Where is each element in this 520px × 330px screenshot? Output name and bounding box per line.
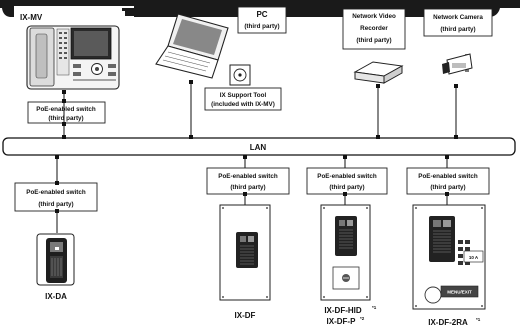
svg-text:(third party): (third party) [38, 201, 73, 208]
svg-text:PoE-enabled switch: PoE-enabled switch [218, 173, 278, 180]
ix-df-label: IX-DF [235, 311, 256, 320]
ix-mv-label: IX-MV [20, 13, 43, 22]
pc-device: PC (third party) [155, 6, 287, 79]
ix-df-hid-label: IX-DF-HID *1 IX-DF-P *2 [324, 305, 376, 326]
ix-df-2ra-poe-switch: PoE-enabled switch (third party) [406, 167, 490, 195]
camera-sub: (third party) [440, 26, 475, 33]
switch-title: PoE-enabled switch [36, 106, 96, 113]
panel-button-10: 10 A [469, 255, 479, 260]
svg-text:PoE-enabled switch: PoE-enabled switch [418, 173, 478, 180]
ix-mv-poe-switch: PoE-enabled switch (third party) [27, 101, 106, 124]
network-camera-device: Network Camera (third party) [423, 8, 493, 75]
ix-da-poe-switch: PoE-enabled switch (third party) [14, 182, 98, 212]
nvr-title-2: Recorder [360, 25, 388, 32]
svg-text:(third party): (third party) [230, 184, 265, 191]
svg-text:PoE-enabled switch: PoE-enabled switch [317, 173, 377, 180]
panel-mode-button: MENU/EXIT [447, 290, 472, 295]
nvr-sub: (third party) [356, 37, 391, 44]
svg-text:IX-DF-HID: IX-DF-HID [324, 306, 362, 315]
svg-text:*2: *2 [360, 316, 365, 321]
svg-text:PoE-enabled switch: PoE-enabled switch [26, 189, 86, 196]
lan-bus: LAN [2, 137, 516, 156]
lan-label: LAN [250, 143, 267, 152]
ix-df-poe-switch: PoE-enabled switch (third party) [206, 167, 290, 195]
svg-text:(included with IX-MV): (included with IX-MV) [211, 101, 275, 108]
svg-text:IX Support Tool: IX Support Tool [220, 92, 267, 99]
svg-text:(third party): (third party) [329, 184, 364, 191]
pc-title: PC [256, 10, 267, 19]
support-tool-disc-icon [229, 64, 251, 86]
svg-text:IX-DF-P: IX-DF-P [327, 317, 357, 326]
svg-text:*1: *1 [372, 305, 377, 310]
camera-title: Network Camera [433, 14, 483, 21]
ix-df-2ra-device: 10 A MENU/EXIT [412, 204, 486, 310]
svg-text:(third party): (third party) [430, 184, 465, 191]
ix-df-2ra-label: IX-DF-2RA *1 [428, 317, 481, 327]
switch-sub: (third party) [48, 115, 83, 122]
ix-da-label: IX-DA [45, 292, 67, 301]
nvr-title-1: Network Video [352, 13, 396, 20]
ix-mv-device: IX-MV [15, 11, 125, 90]
support-tool-label: IX Support Tool (included with IX-MV) [204, 87, 282, 111]
svg-text:IX-DF-2RA: IX-DF-2RA [428, 318, 468, 327]
svg-text:*1: *1 [476, 317, 481, 322]
pc-sub: (third party) [244, 23, 279, 30]
ix-da-device [36, 233, 75, 286]
nvr-device: Network Video Recorder (third party) [342, 8, 406, 84]
ix-df-hid-device [320, 204, 371, 301]
ix-df-hid-poe-switch: PoE-enabled switch (third party) [306, 167, 388, 195]
ix-df-device [219, 204, 271, 301]
